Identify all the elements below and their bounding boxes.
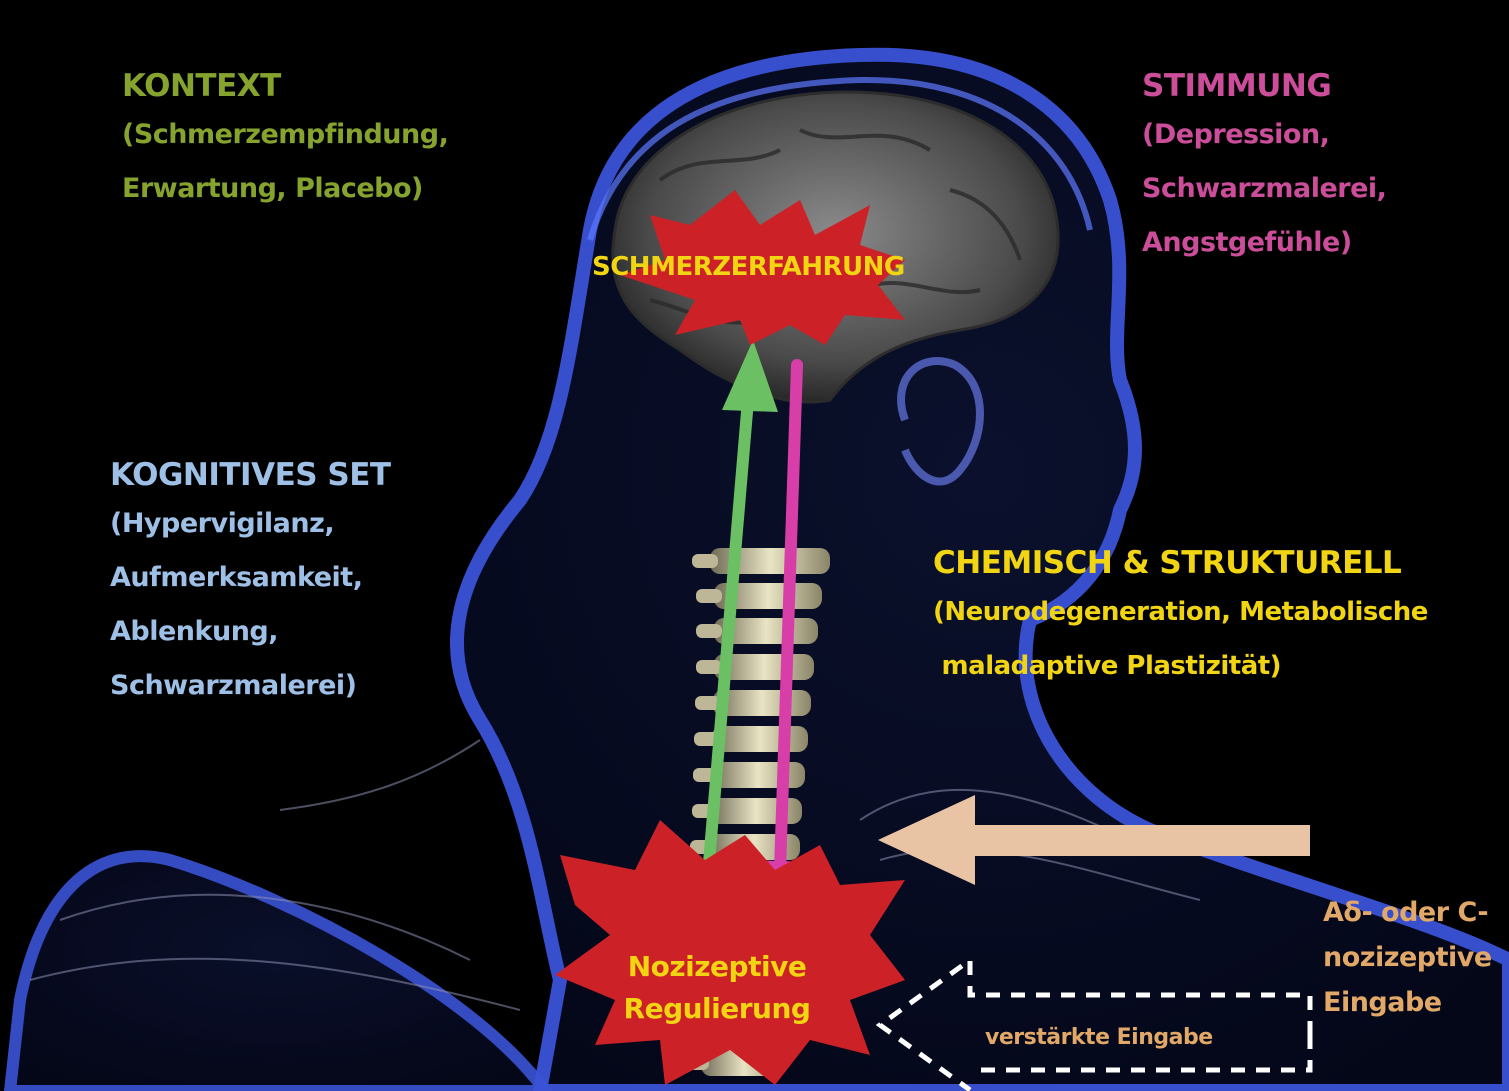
mood-line: Schwarzmalerei, — [1142, 162, 1386, 216]
vertebra-process — [696, 589, 722, 603]
nociceptive-regulation-label: Nozizeptive Regulierung — [612, 946, 822, 1030]
context-title: KONTEXT — [122, 66, 448, 106]
nociceptive-input-line: Aδ- oder C- — [1323, 890, 1492, 935]
chemical-structural-line: maladaptive Plastizität) — [933, 639, 1428, 693]
mood-title: STIMMUNG — [1142, 66, 1386, 106]
context-line: Erwartung, Placebo) — [122, 162, 448, 216]
mood-line: (Depression, — [1142, 108, 1386, 162]
cognitive-set-line: Aufmerksamkeit, — [110, 551, 391, 605]
amplified-input-label: verstärkte Eingabe — [985, 1023, 1213, 1053]
vertebra — [712, 726, 808, 752]
nociceptive-regulation-line: Regulierung — [612, 988, 822, 1030]
chemical-structural-line: (Neurodegeneration, Metabolische — [933, 585, 1428, 639]
cognitive-set-line: Schwarzmalerei) — [110, 659, 391, 713]
nociceptive-regulation-line: Nozizeptive — [612, 946, 822, 988]
context-label: KONTEXT (Schmerzempfindung, Erwartung, P… — [122, 66, 448, 216]
cognitive-set-line: Ablenkung, — [110, 605, 391, 659]
vertebra-process — [696, 660, 722, 674]
mood-line: Angstgefühle) — [1142, 216, 1386, 270]
vertebra-process — [692, 554, 718, 568]
vertebra-process — [696, 624, 722, 638]
nociceptive-input-label: Aδ- oder C- nozizeptive Eingabe — [1323, 890, 1492, 1025]
cognitive-set-title: KOGNITIVES SET — [110, 455, 391, 495]
chemical-structural-title: CHEMISCH & STRUKTURELL — [933, 543, 1428, 583]
vertebra — [711, 762, 805, 788]
cognitive-set-label: KOGNITIVES SET (Hypervigilanz, Aufmerksa… — [110, 455, 391, 713]
cognitive-set-line: (Hypervigilanz, — [110, 497, 391, 551]
pain-experience-label: SCHMERZERFAHRUNG — [592, 250, 905, 284]
context-line: (Schmerzempfindung, — [122, 108, 448, 162]
chemical-structural-label: CHEMISCH & STRUKTURELL (Neurodegeneratio… — [933, 543, 1428, 693]
mood-label: STIMMUNG (Depression, Schwarzmalerei, An… — [1142, 66, 1386, 270]
nociceptive-input-line: nozizeptive — [1323, 935, 1492, 980]
nociceptive-input-line: Eingabe — [1323, 980, 1492, 1025]
